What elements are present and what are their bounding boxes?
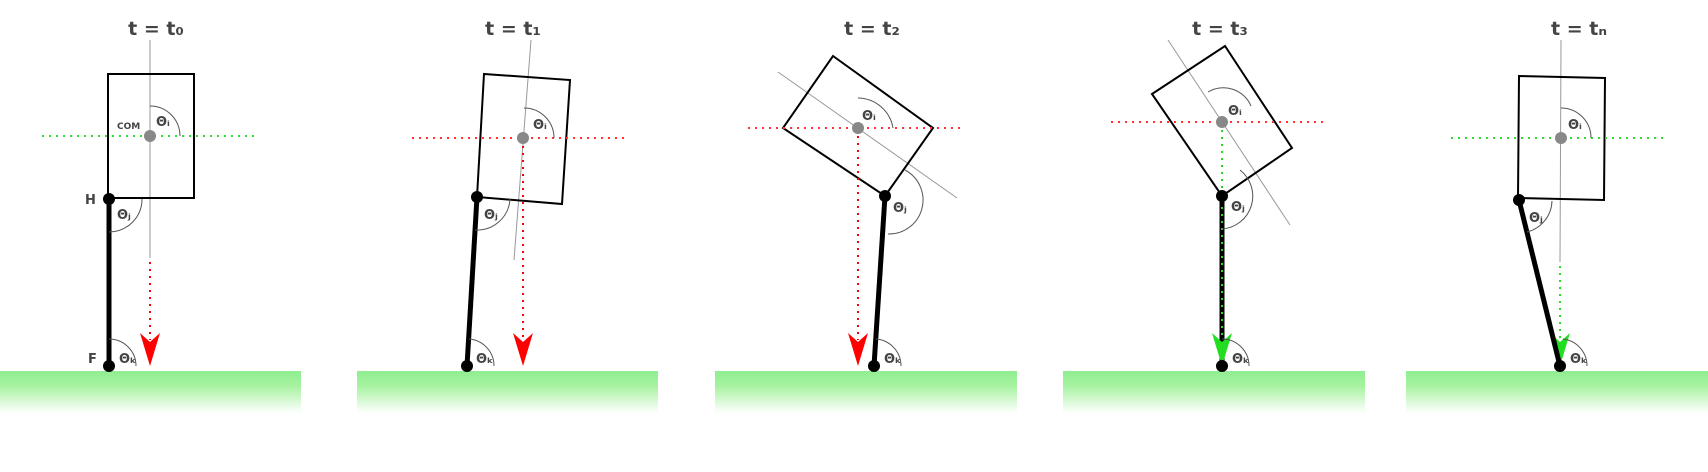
com-dot [1555,132,1567,144]
com-dot [517,132,529,144]
theta-i-arc [1560,107,1592,139]
theta-i-arc [523,107,555,139]
leg-segment [871,195,888,367]
com-dot [1216,116,1228,128]
foot-joint [461,360,473,372]
leg-segment [1516,199,1563,367]
torso-block [1516,74,1607,202]
theta-i-label: Θᵢ [862,109,876,124]
theta-i-label: Θᵢ [1228,104,1242,119]
theta-j-arc [1526,200,1553,233]
theta-k-label: Θₖ [884,352,901,367]
theta-j-label: Θⱼ [1231,200,1245,215]
foot-label: F [88,352,97,367]
foot-joint [868,360,880,372]
com-dot [144,130,156,142]
theta-j-arc [887,169,924,235]
panel-t2: t = t₂ Θᵢ Θⱼ Θₖ [715,18,1017,413]
gravity-arrowhead [1212,333,1232,366]
panel-t0: t = t₀ Θᵢ COM H F Θⱼ Θₖ [0,18,301,413]
theta-k-arc [1562,338,1588,367]
theta-i-arc [149,105,181,137]
hip-label: H [85,193,96,208]
theta-j-label: Θⱼ [484,208,498,223]
torso-block [1150,44,1294,198]
hip-joint [471,191,483,203]
body-axis-line [1167,39,1291,226]
theta-k-arc [468,338,495,367]
gravity-arrowhead [140,333,160,366]
theta-j-arc [474,198,511,231]
foot-joint [103,360,115,372]
theta-k-label: Θₖ [476,352,493,367]
ground [715,371,1017,413]
com-dot [852,122,864,134]
ground [1063,371,1365,413]
body-axis-line [777,71,958,199]
panel-title: t = t₃ [1192,18,1248,40]
theta-k-arc [875,338,902,367]
panel-title: t = t₀ [128,18,184,40]
hip-joint [879,190,891,202]
theta-k-arc [108,338,137,367]
theta-j-arc [1221,169,1254,230]
theta-k-arc [1221,338,1250,367]
panel-title: t = t₂ [844,18,900,40]
theta-j-label: Θⱼ [117,208,131,223]
theta-k-label: Θₖ [1570,352,1587,367]
theta-i-arc [1207,87,1252,107]
theta-i-label: Θᵢ [533,118,547,133]
torso-block [107,73,195,199]
theta-j-arc [108,198,143,233]
hip-joint [1513,194,1525,206]
panel-t3: t = t₃ Θᵢ Θⱼ Θₖ [1063,18,1365,413]
theta-k-label: Θₖ [119,352,136,367]
hip-joint [1216,190,1228,202]
ground [1406,371,1708,413]
foot-joint [1216,360,1228,372]
panel-t1: t = t₁ Θᵢ Θⱼ Θₖ [357,18,658,413]
body-axis-line [1559,39,1562,263]
gravity-arrowhead [513,333,533,366]
panel-tn: t = tₙ Θᵢ Θⱼ Θₖ [1406,18,1708,413]
theta-j-label: Θⱼ [893,201,907,216]
panel-title: t = t₁ [485,18,541,40]
theta-i-arc [857,97,894,129]
leg-segment [464,196,480,367]
theta-k-label: Θₖ [1232,352,1249,367]
theta-i-label: Θᵢ [156,115,170,130]
foot-joint [1554,360,1566,372]
torso-block [475,72,572,206]
hip-joint [103,193,115,205]
gravity-arrowhead [848,333,868,366]
theta-j-label: Θⱼ [1529,211,1543,226]
ground [0,371,301,413]
panel-title: t = tₙ [1551,18,1607,40]
theta-i-label: Θᵢ [1568,118,1582,133]
com-label: COM [117,122,140,132]
body-axis-line [513,39,532,261]
ground [357,371,658,413]
